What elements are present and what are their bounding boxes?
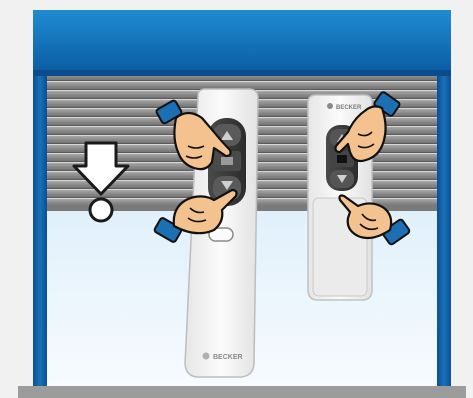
shutter-box: [33, 10, 451, 76]
stop-square-icon: [221, 157, 233, 165]
window-sill: [18, 386, 466, 398]
becker-logo-icon: [327, 103, 333, 109]
right-window-frame: [437, 74, 451, 386]
shutter-box-edge: [33, 70, 451, 76]
left-window-frame: [33, 74, 47, 386]
becker-logo-icon: [203, 353, 210, 360]
remote-right-brand: BECKER: [336, 105, 362, 111]
remote-left-brand: BECKER: [213, 354, 243, 361]
stop-square-icon: [337, 155, 347, 163]
